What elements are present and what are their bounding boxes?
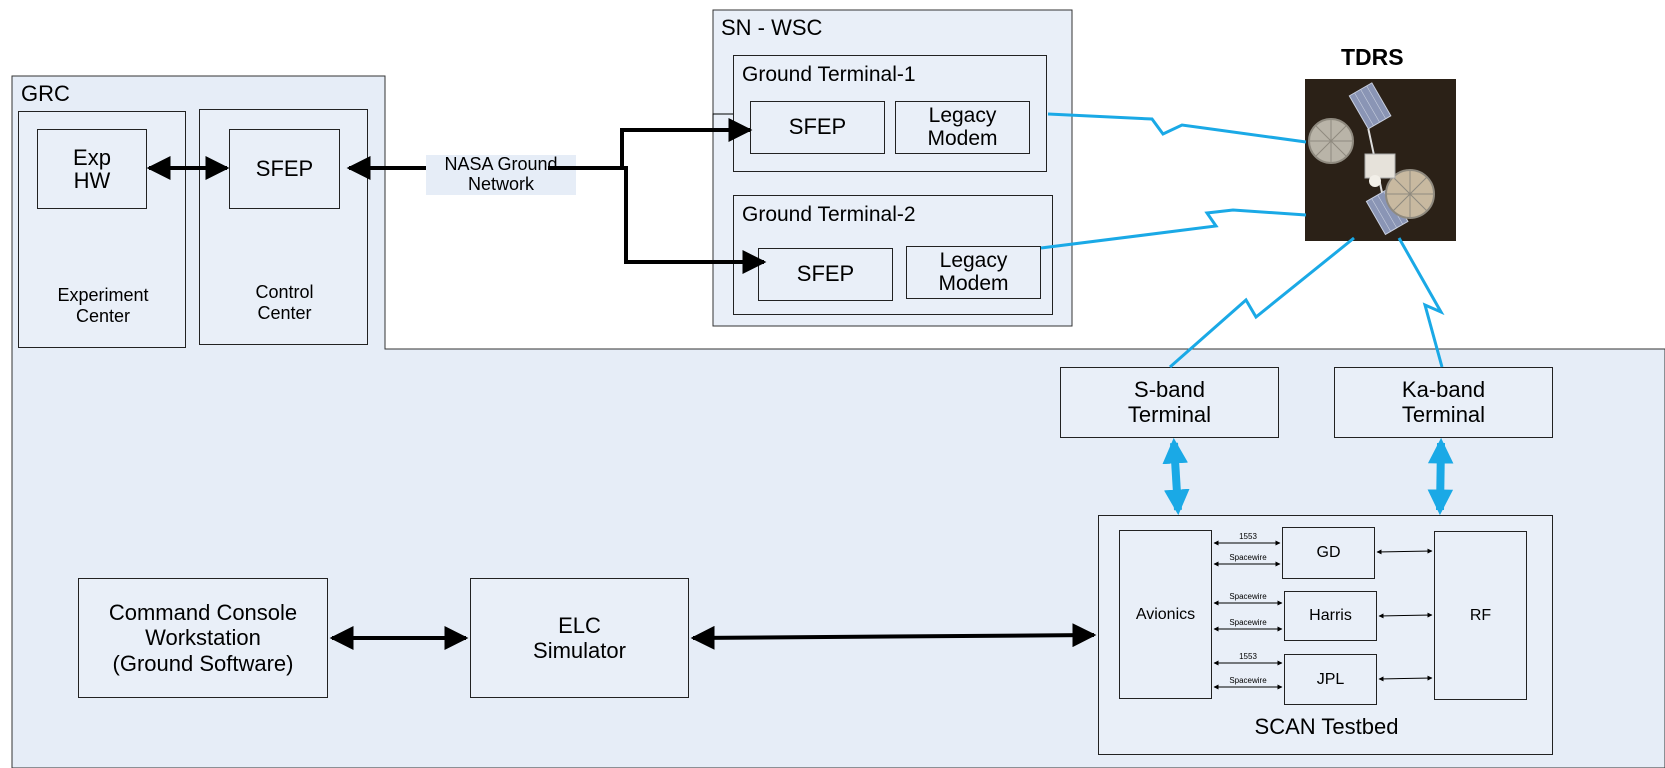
link-label-gd-1553: 1553 bbox=[1239, 532, 1257, 541]
ground-terminal-2-label: Ground Terminal-2 bbox=[742, 203, 916, 226]
kaband-testbed-link bbox=[1427, 437, 1454, 516]
grc-sfep-box: SFEP bbox=[229, 129, 340, 209]
experiment-center-label: Experiment Center bbox=[57, 285, 149, 326]
ka-band-terminal-box: Ka-band Terminal bbox=[1334, 367, 1553, 438]
gt1-outline-notch bbox=[712, 113, 733, 130]
gt2-legacy-modem-box: Legacy Modem bbox=[906, 246, 1041, 299]
elc-testbed-link bbox=[690, 623, 1097, 650]
network-to-gt1 bbox=[620, 118, 753, 168]
link-label-harris-spacewire-1: Spacewire bbox=[1229, 592, 1267, 601]
link-label-harris-spacewire-2: Spacewire bbox=[1229, 618, 1267, 627]
nasa-ground-network-label: NASA Ground Network bbox=[426, 154, 576, 195]
s-band-terminal-box: S-band Terminal bbox=[1060, 367, 1279, 438]
rf-box: RF bbox=[1434, 531, 1527, 700]
gd-rf-link bbox=[1376, 548, 1433, 555]
link-label-jpl-1553: 1553 bbox=[1239, 652, 1257, 661]
tdrs-satellite-image bbox=[1305, 79, 1456, 241]
sn-wsc-title: SN - WSC bbox=[721, 15, 823, 40]
network-to-gt2 bbox=[622, 166, 767, 274]
link-label-gd-spacewire: Spacewire bbox=[1229, 553, 1267, 562]
gt2-sfep-box: SFEP bbox=[758, 248, 893, 301]
avionics-box: Avionics bbox=[1119, 530, 1212, 699]
control-center-label: Control Center bbox=[255, 282, 314, 323]
jpl-box: JPL bbox=[1284, 654, 1377, 705]
link-label-jpl-spacewire: Spacewire bbox=[1229, 676, 1267, 685]
elc-simulator-box: ELC Simulator bbox=[470, 578, 689, 698]
gt1-legacy-modem-box: Legacy Modem bbox=[895, 101, 1030, 154]
scan-testbed-label: SCAN Testbed bbox=[1254, 714, 1399, 739]
grc-title: GRC bbox=[21, 81, 70, 106]
command-console-box: Command Console Workstation (Ground Soft… bbox=[78, 578, 328, 698]
gt2-tdrs-link bbox=[1040, 208, 1307, 250]
harris-rf-link bbox=[1378, 612, 1433, 619]
gt1-sfep-box: SFEP bbox=[750, 101, 885, 154]
satellite-icon bbox=[1305, 79, 1456, 241]
tdrs-title: TDRS bbox=[1341, 44, 1404, 70]
sband-tdrs-link bbox=[1169, 236, 1355, 369]
ground-terminal-1-label: Ground Terminal-1 bbox=[742, 63, 916, 86]
gd-box: GD bbox=[1282, 527, 1375, 579]
sband-testbed-link bbox=[1162, 437, 1190, 516]
jpl-rf-link bbox=[1378, 675, 1433, 682]
exp-hw-box: Exp HW bbox=[37, 129, 147, 209]
kaband-tdrs-link bbox=[1397, 237, 1445, 368]
gt1-tdrs-link bbox=[1047, 112, 1307, 144]
harris-box: Harris bbox=[1284, 591, 1377, 641]
